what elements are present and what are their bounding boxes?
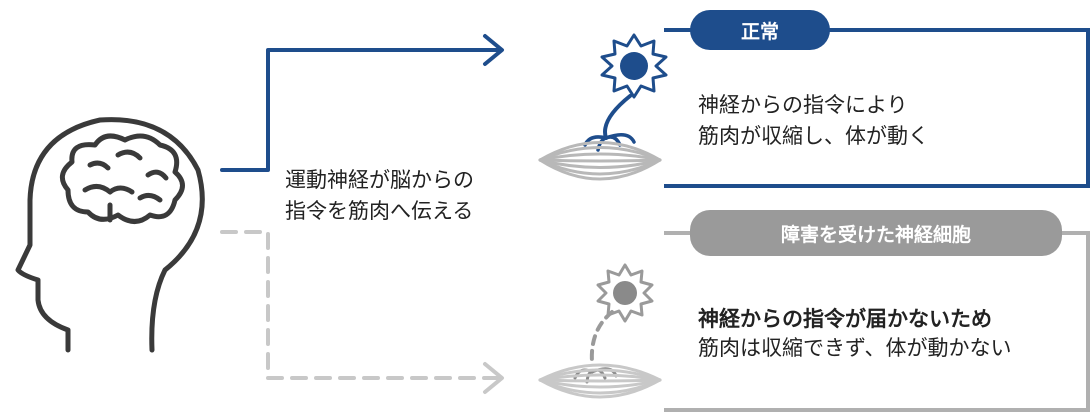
damaged-badge: 障害を受けた神経細胞 [690,210,1062,256]
signal-caption: 運動神経が脳からの 指令を筋肉へ伝える [285,165,474,227]
normal-desc-line2: 筋肉が収縮し、体が動く [698,124,929,148]
signal-caption-line2: 指令を筋肉へ伝える [285,199,474,223]
damaged-title: 神経からの指令が届かないため [698,307,992,331]
normal-info-box [664,28,1090,188]
damaged-muscle-icon [538,363,662,399]
damaged-description: 筋肉は収縮できず、体が動かない [698,336,1012,360]
damaged-badge-label: 障害を受けた神経細胞 [780,223,971,246]
normal-badge: 正常 [690,10,830,50]
normal-signal-path [220,34,504,172]
neuron-icon [583,33,668,152]
head-brain-icon [15,117,205,353]
signal-caption-line1: 運動神経が脳からの [285,168,474,192]
damaged-info-box [664,231,1090,412]
normal-badge-label: 正常 [740,20,779,43]
normal-desc-line1: 神経からの指令により [698,93,908,117]
muscle-icon [538,141,662,181]
damaged-neuron-icon [573,263,654,384]
damaged-signal-path [220,230,504,394]
normal-description: 神経からの指令により 筋肉が収縮し、体が動く [698,90,929,152]
